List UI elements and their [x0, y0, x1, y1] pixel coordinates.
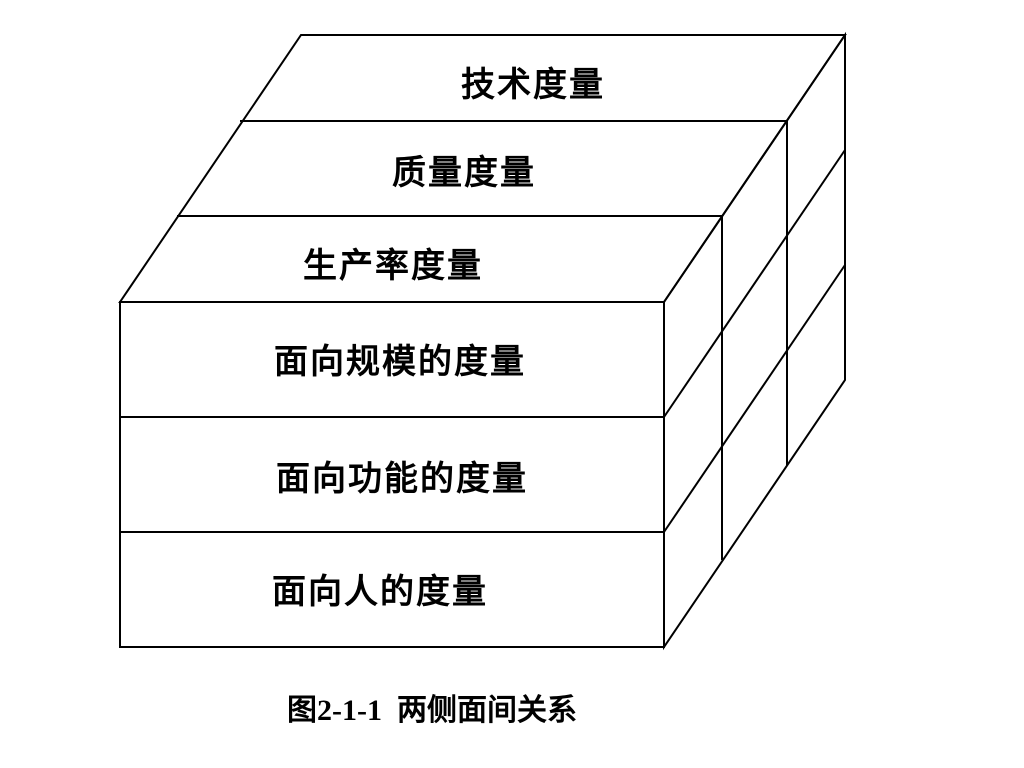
top-layer-label-2: 质量度量: [392, 153, 536, 193]
front-layer-label-1: 面向规模的度量: [274, 342, 526, 382]
top-layer-label-3: 生产率度量: [303, 246, 483, 286]
figure-caption: 图2-1-1 两侧面间关系: [287, 694, 577, 727]
top-layer-label-1: 技术度量: [461, 65, 605, 105]
front-layer-label-3: 面向人的度量: [272, 572, 488, 612]
side-diagonal-1: [663, 149, 846, 418]
front-layer-label-2: 面向功能的度量: [276, 459, 528, 499]
side-diagonal-2: [663, 264, 846, 533]
cube-right-face: [663, 31, 846, 651]
